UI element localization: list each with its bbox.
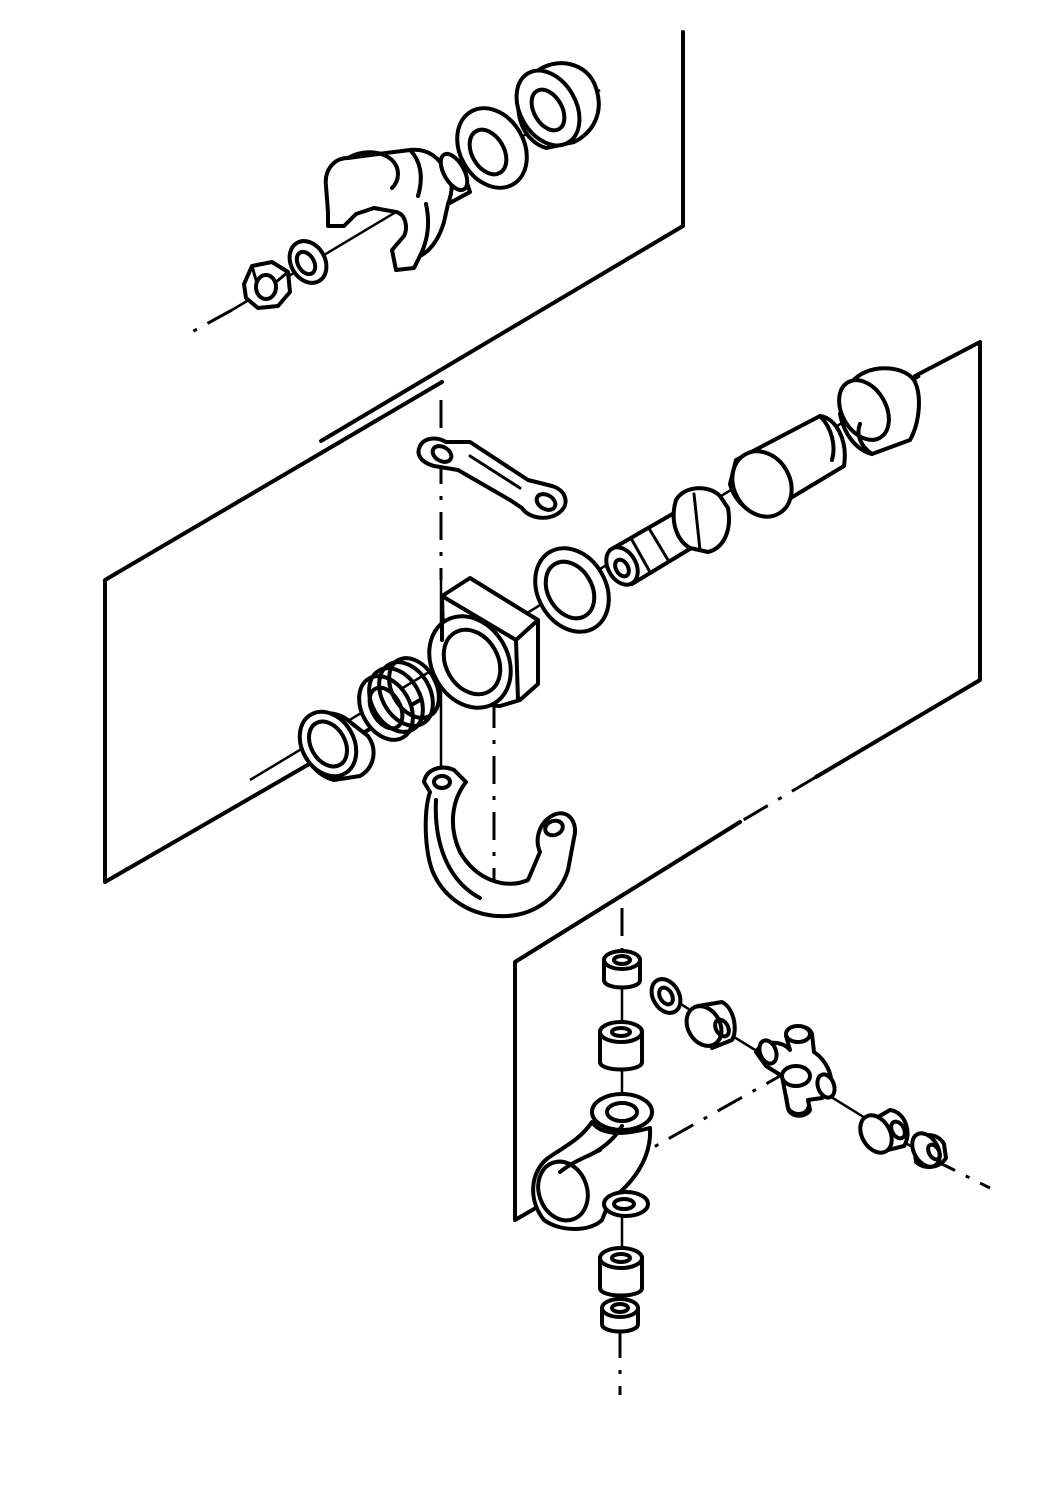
assembly-plane xyxy=(816,342,980,777)
bearing-cap-bottom-2 xyxy=(602,1299,638,1332)
assembly-plane xyxy=(321,32,683,441)
nut xyxy=(244,262,290,308)
front-yoke-assembly xyxy=(190,32,683,441)
bearing-housing xyxy=(413,578,538,723)
bearing-cap-left-1 xyxy=(646,974,687,1018)
u-bracket xyxy=(424,768,575,917)
washer xyxy=(282,234,333,289)
flange-yoke xyxy=(530,1122,650,1229)
bearing-cap-top-1 xyxy=(604,951,640,988)
bearing-cap-bottom-1 xyxy=(600,1248,642,1296)
bearing-cup xyxy=(288,702,373,787)
boot xyxy=(721,416,845,527)
splined-shaft xyxy=(600,488,729,590)
bearing-cap-left-2 xyxy=(680,1000,735,1052)
center-bearing-assembly xyxy=(105,342,980,916)
assembly-plane-edge-dash xyxy=(740,777,816,822)
cross-spider xyxy=(756,1026,838,1116)
center-axis-dash xyxy=(190,310,232,333)
bearing-cap-right-2 xyxy=(907,1128,946,1171)
washer xyxy=(521,535,624,645)
bearing-cap-top-2 xyxy=(600,1022,642,1070)
dust-cap xyxy=(829,368,919,454)
seal xyxy=(443,96,540,201)
retaining-strap xyxy=(419,439,566,518)
bushing xyxy=(504,59,599,156)
bearing-cap-right-1 xyxy=(854,1110,908,1159)
oblique-axis xyxy=(620,1076,780,1166)
yoke-ring xyxy=(592,1094,652,1130)
slip-yoke xyxy=(326,150,473,270)
assembly-plane xyxy=(105,382,442,882)
universal-joint-assembly xyxy=(515,822,990,1395)
